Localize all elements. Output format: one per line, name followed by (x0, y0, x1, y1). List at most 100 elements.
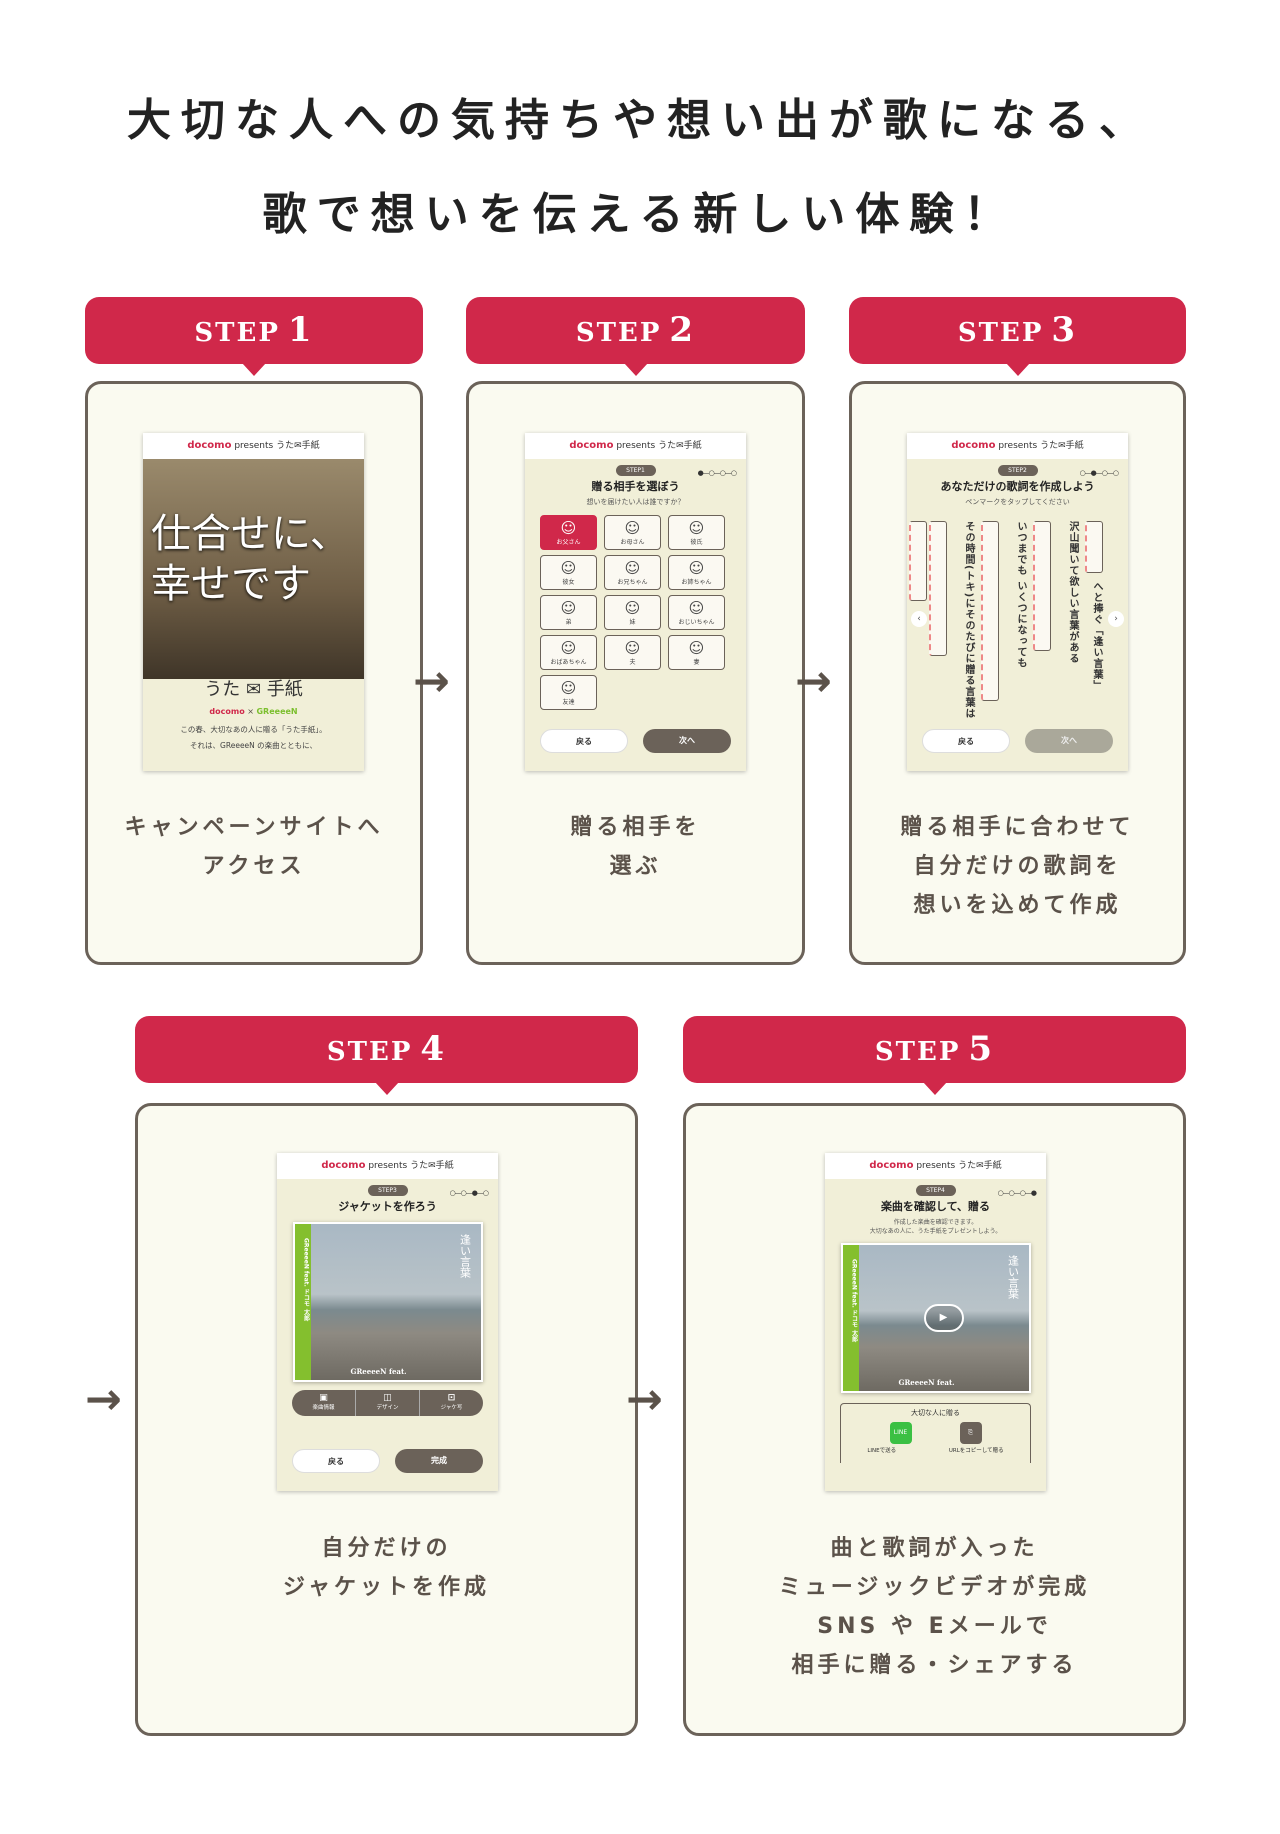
recipient-option[interactable]: ☺夫 (604, 635, 661, 670)
campaign-site-screen: docomo presents うた✉手紙 仕合せに、幸せです うた ✉ 手紙 … (143, 433, 364, 771)
recipient-option[interactable]: ☺お母さん (604, 515, 661, 550)
recipient-label: 友達 (562, 699, 575, 706)
person-icon: ☺ (624, 559, 641, 577)
app-header: docomo presents うた✉手紙 (143, 433, 364, 459)
line-icon[interactable]: LINE (889, 1422, 912, 1444)
recipient-option[interactable]: ☺友達 (540, 675, 597, 710)
recipient-label: 彼女 (562, 579, 575, 586)
play-icon[interactable]: ▶ (923, 1304, 964, 1332)
progress-dots: ●—○—○—○ (697, 469, 737, 477)
lyric-input[interactable] (981, 521, 999, 701)
step-badge: STEP4 (915, 1185, 956, 1196)
person-icon: ☺ (560, 599, 577, 617)
app-header: docomo presents うた✉手紙 (907, 433, 1128, 459)
recipient-label: お父さん (556, 539, 581, 546)
progress-dots: ○—○—●—○ (449, 1189, 489, 1197)
recipient-label: 彼氏 (690, 539, 703, 546)
step-4-panel: docomo presents うた✉手紙 ○—○—●—○ STEP3 ジャケッ… (135, 1103, 638, 1736)
step-label: STEP (194, 318, 280, 348)
lyrics-editor-screen: docomo presents うた✉手紙 ○—●—○—○ STEP2 あなただ… (907, 433, 1128, 771)
lyric-input[interactable] (1085, 521, 1103, 573)
share-line-label[interactable]: LINEで送る (867, 1448, 897, 1454)
screen-subtitle: 想いを届けたい人は誰ですか？ (586, 498, 685, 506)
recipient-label: 妻 (693, 659, 700, 666)
recipient-option[interactable]: ☺おばあちゃん (540, 635, 597, 670)
progress-dots: ○—○—○—● (997, 1189, 1037, 1197)
uta-tegami-logo: うた ✉ 手紙 (204, 679, 303, 700)
recipient-option[interactable]: ☺お兄ちゃん (604, 555, 661, 590)
share-screen: docomo presents うた✉手紙 ○—○—○—● STEP4 楽曲を確… (825, 1153, 1046, 1491)
person-icon: ☺ (560, 639, 577, 657)
step-3-caption: 贈る相手に合わせて自分だけの歌詞を想いを込めて作成 (900, 815, 1135, 918)
arrow-right-icon: → (85, 1374, 122, 1425)
lyric-line: 沢山聞いて欲しい言葉がある (1067, 521, 1078, 664)
step-2-panel: docomo presents うた✉手紙 ●—○—○—○ STEP1 贈る相手… (466, 381, 805, 965)
share-url-label[interactable]: URLをコピーして贈る (948, 1448, 1004, 1454)
chevron-right-icon[interactable]: › (1108, 611, 1124, 627)
app-header: docomo presents うた✉手紙 (277, 1153, 498, 1179)
jacket-toolbar: ▣楽曲情報 ◫デザイン ⊡ジャケ写 (292, 1390, 483, 1416)
arrow-right-icon: → (795, 656, 832, 707)
screen-subtitle: ペンマークをタップしてください (965, 498, 1070, 506)
back-button[interactable]: 戻る (292, 1449, 380, 1473)
lyric-input[interactable] (929, 521, 947, 656)
recipient-option[interactable]: ☺妹 (604, 595, 661, 630)
lyric-input[interactable] (1033, 521, 1051, 651)
recipient-label: 弟 (565, 619, 572, 626)
recipient-option[interactable]: ☺ お姉ちゃん (668, 555, 725, 590)
step-3-panel: docomo presents うた✉手紙 ○—●—○—○ STEP2 あなただ… (849, 381, 1186, 965)
recipient-option[interactable]: ☺ おじいちゃん (668, 595, 725, 630)
step-2-caption: 贈る相手を選ぶ (570, 815, 701, 879)
person-icon: ☺ (624, 519, 641, 537)
jacket-editor-screen: docomo presents うた✉手紙 ○—○—●—○ STEP3 ジャケッ… (277, 1153, 498, 1491)
recipient-option[interactable]: ☺妻 (668, 635, 725, 670)
step-badge: STEP3 (367, 1185, 408, 1196)
next-button[interactable]: 次へ (1025, 729, 1113, 753)
app-header: docomo presents うた✉手紙 (525, 433, 746, 459)
complete-button[interactable]: 完成 (395, 1449, 483, 1473)
design-tool[interactable]: ◫デザイン (356, 1390, 420, 1416)
lyric-line: その時間(トキ)にそのたびに贈る言葉は (963, 521, 974, 720)
next-button[interactable]: 次へ (643, 729, 731, 753)
hero-image: 仕合せに、幸せです (143, 459, 364, 679)
recipient-label: おじいちゃん (678, 619, 715, 626)
collab-logo: docomo × GReeeeN (209, 707, 298, 716)
photo-tool[interactable]: ⊡ジャケ写 (440, 1393, 463, 1411)
cd-jacket: GReeeeN feat. ドコモ 太郎逢い言葉▶GReeeeN feat. (840, 1243, 1031, 1393)
person-icon: ☺ (688, 639, 705, 657)
person-icon: ☺ (688, 519, 705, 537)
lyric-input[interactable] (909, 521, 927, 601)
recipient-option[interactable]: ☺ 彼女 (540, 555, 597, 590)
progress-dots: ○—●—○—○ (1079, 469, 1119, 477)
person-icon: ☺ (688, 599, 705, 617)
screen-title: 楽曲を確認して、贈る (880, 1200, 991, 1213)
person-icon: ☺ (688, 559, 705, 577)
select-recipient-screen: docomo presents うた✉手紙 ●—○—○—○ STEP1 贈る相手… (525, 433, 746, 771)
recipient-option[interactable]: ☺弟 (540, 595, 597, 630)
step-badge: STEP1 (615, 465, 656, 476)
back-button[interactable]: 戻る (540, 729, 628, 753)
back-button[interactable]: 戻る (922, 729, 1010, 753)
screen-title: ジャケットを作ろう (338, 1200, 437, 1213)
recipient-label: 夫 (629, 659, 636, 666)
recipient-label: 妹 (629, 619, 636, 626)
app-header: docomo presents うた✉手紙 (825, 1153, 1046, 1179)
chevron-left-icon[interactable]: ‹ (911, 611, 927, 627)
person-icon: ☺ (624, 599, 641, 617)
recipient-option[interactable]: ☺お父さん (540, 515, 597, 550)
recipient-option[interactable]: ☺ 彼氏 (668, 515, 725, 550)
arrow-right-icon: → (626, 1374, 663, 1425)
copy-url-icon[interactable]: ⎘ (959, 1422, 982, 1444)
person-icon: ☺ (560, 559, 577, 577)
recipient-grid: ☺お父さん☺お母さん☺彼氏☺彼女☺お兄ちゃん☺お姉ちゃん☺弟☺妹☺おじいちゃん☺… (540, 515, 746, 710)
song-info-tool[interactable]: ▣楽曲情報 (292, 1390, 356, 1416)
lyrics-area: その時間(トキ)にそのたびに贈る言葉は いつまでも いくつになっても 沢山聞いて… (907, 511, 1128, 721)
hero-text: 仕合せに、幸せです (151, 511, 350, 607)
screen-title: あなただけの歌詞を作成しよう (940, 480, 1095, 493)
recipient-label: お姉ちゃん (681, 579, 712, 586)
